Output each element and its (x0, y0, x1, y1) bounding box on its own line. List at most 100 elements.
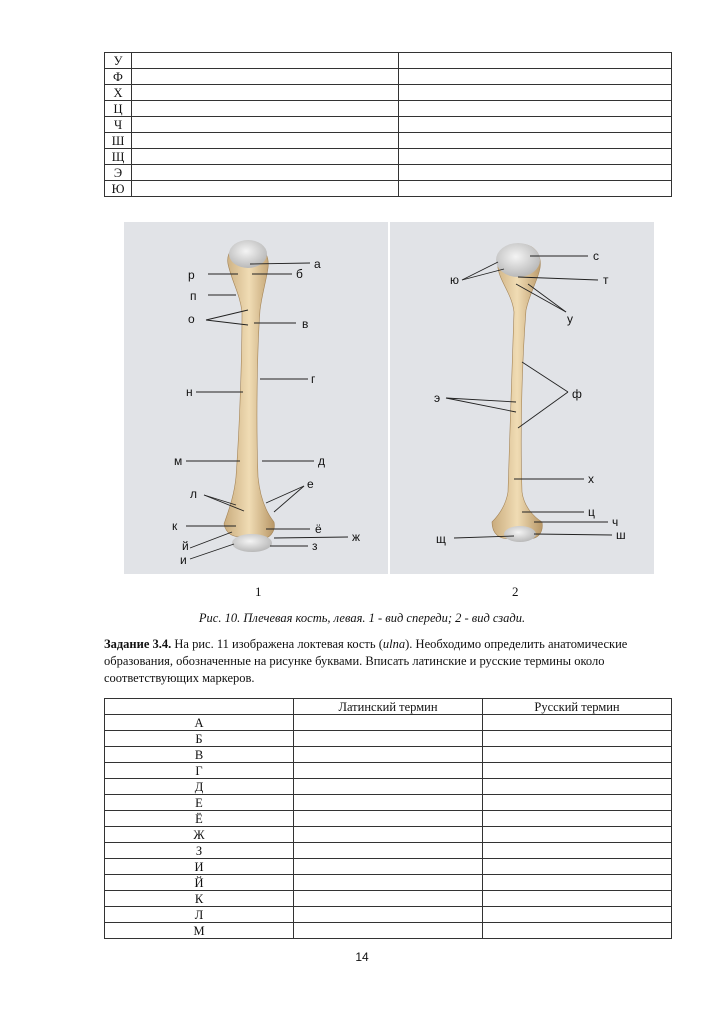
latin-term-cell[interactable] (131, 100, 399, 117)
latin-term-cell[interactable] (293, 842, 483, 859)
russian-term-cell[interactable] (482, 746, 672, 763)
russian-term-cell[interactable] (482, 810, 672, 827)
russian-term-cell[interactable] (482, 762, 672, 779)
label-l: л (190, 487, 197, 501)
latin-term-cell[interactable] (131, 132, 399, 149)
label-i: и (180, 553, 187, 567)
label-a: а (314, 257, 321, 271)
table-row: Б (104, 730, 672, 747)
trochlea (232, 534, 272, 552)
figure-number-2: 2 (512, 584, 519, 599)
russian-term-cell[interactable] (482, 778, 672, 795)
table-row: В (104, 746, 672, 763)
russian-term-cell[interactable] (482, 890, 672, 907)
russian-term-cell[interactable] (398, 148, 672, 165)
latin-term-cell[interactable] (131, 68, 399, 85)
latin-term-cell[interactable] (131, 180, 399, 197)
row-letter: Д (104, 778, 294, 795)
latin-term-cell[interactable] (293, 874, 483, 891)
table-row: Ш (104, 132, 672, 149)
table-row: Ф (104, 68, 672, 85)
table-header-row: Латинский термин Русский термин (104, 698, 672, 715)
row-letter: Б (104, 730, 294, 747)
table-row: Й (104, 874, 672, 891)
table-row: Ё (104, 810, 672, 827)
row-letter: Ш (104, 132, 132, 149)
row-letter: М (104, 922, 294, 939)
latin-term-cell[interactable] (131, 84, 399, 101)
humeral-head (496, 243, 540, 277)
row-letter: Щ (104, 148, 132, 165)
latin-term-cell[interactable] (293, 778, 483, 795)
latin-term-cell[interactable] (293, 762, 483, 779)
russian-term-cell[interactable] (482, 874, 672, 891)
latin-term-cell[interactable] (131, 148, 399, 165)
label-ch: ч (612, 515, 618, 529)
row-letter: И (104, 858, 294, 875)
label-ts: ц (588, 505, 595, 519)
russian-term-cell[interactable] (398, 100, 672, 117)
latin-term-cell[interactable] (293, 826, 483, 843)
latin-term-cell[interactable] (293, 794, 483, 811)
label-r: р (188, 268, 195, 282)
latin-term-cell[interactable] (293, 810, 483, 827)
russian-term-cell[interactable] (398, 52, 672, 69)
latin-term-cell[interactable] (293, 922, 483, 939)
russian-term-cell[interactable] (482, 922, 672, 939)
russian-term-cell[interactable] (482, 730, 672, 747)
russian-term-cell[interactable] (398, 180, 672, 197)
table-row: Ж (104, 826, 672, 843)
task-paragraph: Задание 3.4. На рис. 11 изображена локте… (104, 636, 672, 687)
label-u: у (567, 312, 573, 326)
humerus-posterior-view: с ю т у ф э х ц ч щ ш (390, 222, 654, 574)
russian-term-cell[interactable] (482, 842, 672, 859)
label-shch: щ (436, 532, 446, 546)
russian-term-cell[interactable] (398, 132, 672, 149)
letter-column-header (104, 698, 294, 715)
russian-term-cell[interactable] (398, 84, 672, 101)
task-title: Задание 3.4. (104, 637, 172, 651)
task-text-after: ). Необходимо определить анатомические о… (104, 637, 628, 685)
table-row: У (104, 52, 672, 69)
latin-column-header: Латинский термин (293, 698, 483, 715)
russian-term-cell[interactable] (482, 826, 672, 843)
task-latin-term: ulna (382, 637, 406, 651)
terms-table: Латинский термин Русский термин А Б В Г … (104, 698, 672, 939)
latin-term-cell[interactable] (293, 730, 483, 747)
russian-term-cell[interactable] (482, 794, 672, 811)
table-row: М (104, 922, 672, 939)
row-letter: Э (104, 164, 132, 181)
russian-term-cell[interactable] (398, 116, 672, 133)
label-v: в (302, 317, 308, 331)
page-number: 14 (355, 950, 369, 964)
latin-term-cell[interactable] (293, 890, 483, 907)
latin-term-cell[interactable] (293, 858, 483, 875)
table-row: Г (104, 762, 672, 779)
row-letter: Ф (104, 68, 132, 85)
row-letter: Х (104, 84, 132, 101)
row-letter: Г (104, 762, 294, 779)
russian-term-cell[interactable] (398, 164, 672, 181)
row-letter: В (104, 746, 294, 763)
russian-term-cell[interactable] (482, 858, 672, 875)
label-t: т (603, 273, 609, 287)
row-letter: Ц (104, 100, 132, 117)
row-letter: Е (104, 794, 294, 811)
row-letter: Ё (104, 810, 294, 827)
latin-term-cell[interactable] (293, 906, 483, 923)
label-p: п (190, 289, 197, 303)
table-row: К (104, 890, 672, 907)
latin-term-cell[interactable] (293, 714, 483, 731)
table-row: Д (104, 778, 672, 795)
russian-term-cell[interactable] (482, 714, 672, 731)
russian-term-cell[interactable] (482, 906, 672, 923)
row-letter: Й (104, 874, 294, 891)
latin-term-cell[interactable] (131, 52, 399, 69)
latin-term-cell[interactable] (131, 164, 399, 181)
latin-term-cell[interactable] (131, 116, 399, 133)
latin-term-cell[interactable] (293, 746, 483, 763)
label-zh: ж (352, 530, 360, 544)
humerus-posterior-illustration: с ю т у ф э х ц ч щ ш (434, 243, 626, 546)
russian-term-cell[interactable] (398, 68, 672, 85)
label-o: о (188, 312, 195, 326)
